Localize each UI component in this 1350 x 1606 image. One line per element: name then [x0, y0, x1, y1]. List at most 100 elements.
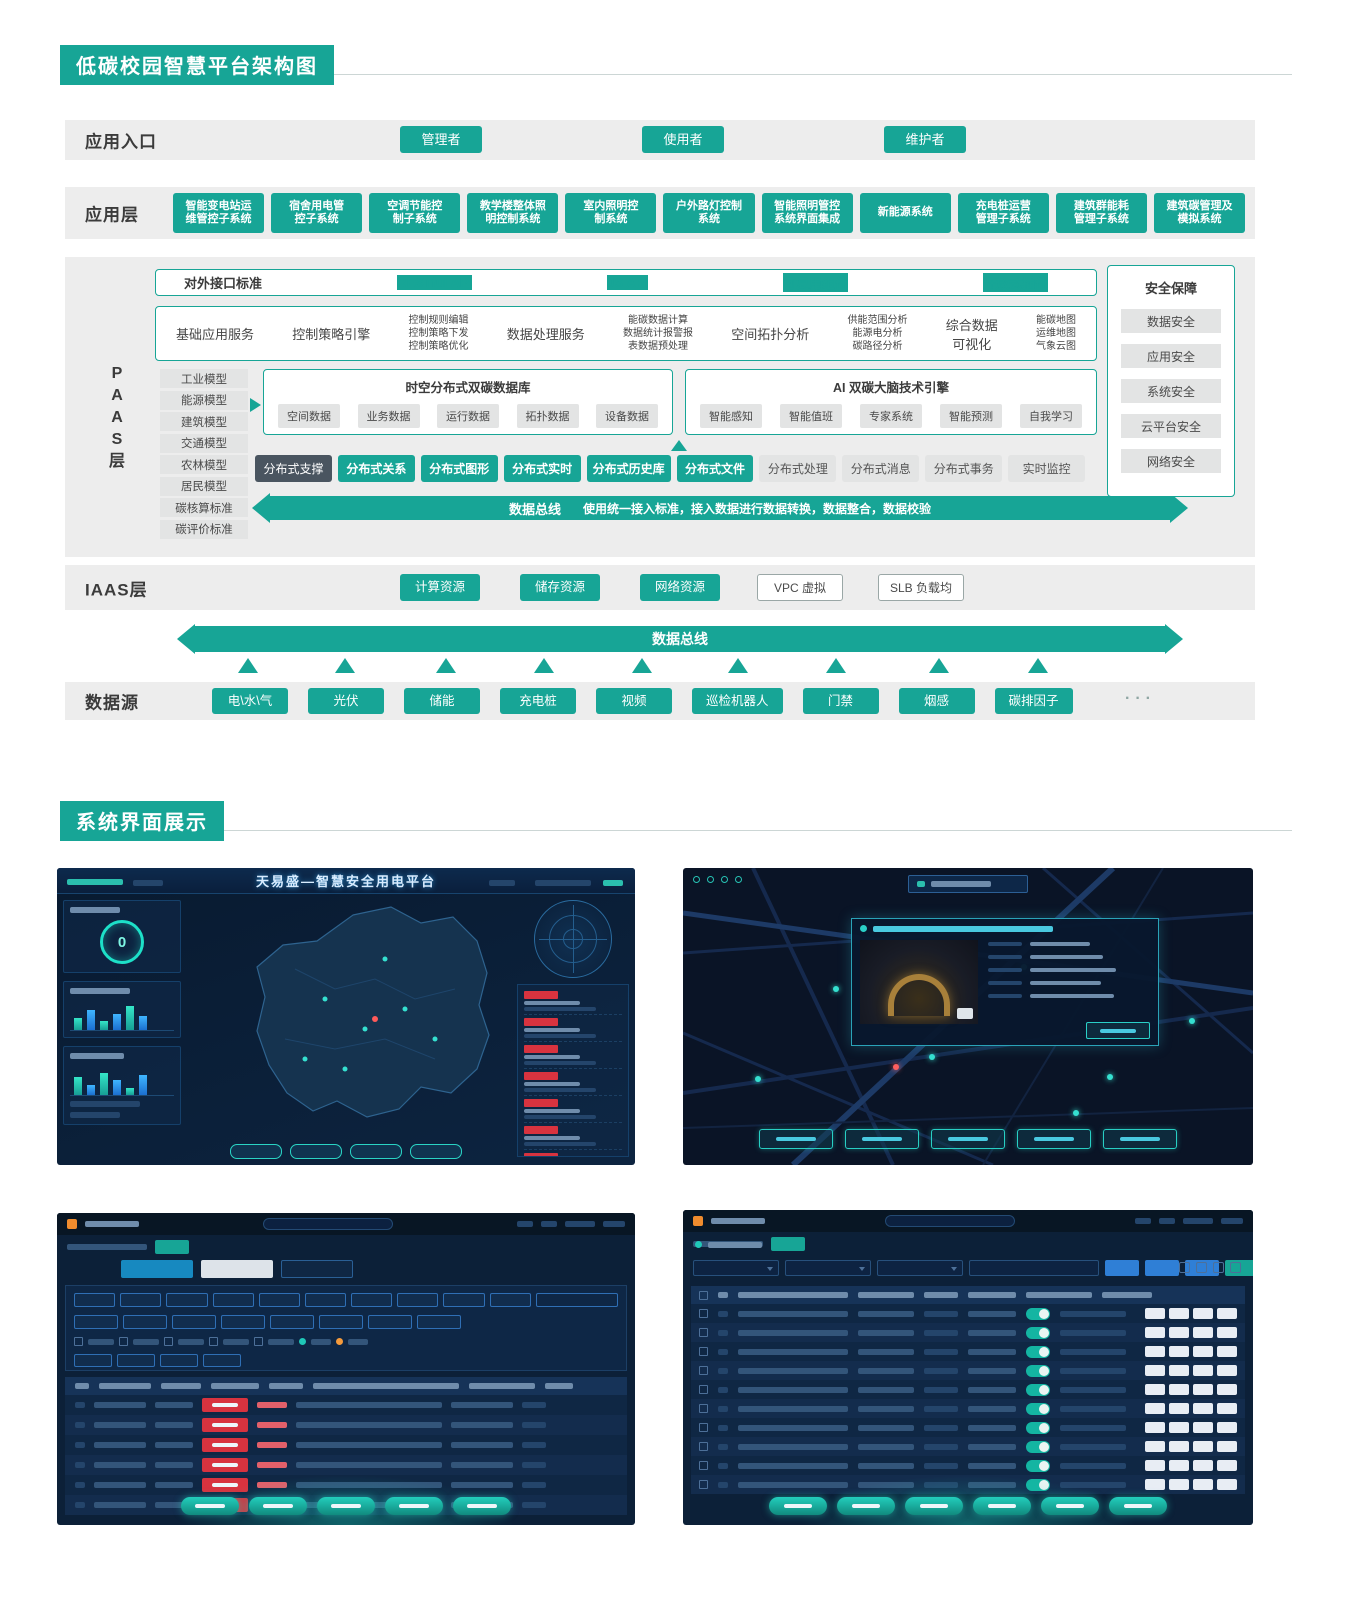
- s4-select[interactable]: [877, 1260, 963, 1276]
- app-subsystem-button[interactable]: 教学楼整体照明控制系统: [467, 193, 559, 233]
- s4-enable-toggle[interactable]: [1026, 1326, 1050, 1339]
- s4-row-action-button[interactable]: [1145, 1479, 1165, 1490]
- s1-alarm-row[interactable]: [524, 1045, 622, 1069]
- s4-row-action-button[interactable]: [1193, 1403, 1213, 1414]
- s4-row-action-button[interactable]: [1193, 1384, 1213, 1395]
- s3-table-row[interactable]: [65, 1415, 627, 1435]
- s4-row-action-button[interactable]: [1169, 1384, 1189, 1395]
- entry-button[interactable]: 维护者: [884, 126, 966, 153]
- s4-table-row[interactable]: [691, 1304, 1245, 1323]
- app-subsystem-button[interactable]: 建筑碳管理及模拟系统: [1153, 193, 1246, 233]
- data-source-button[interactable]: 储能: [404, 688, 480, 714]
- s4-row-action-button[interactable]: [1169, 1308, 1189, 1319]
- s4-enable-toggle[interactable]: [1026, 1307, 1050, 1320]
- s4-enable-toggle[interactable]: [1026, 1345, 1050, 1358]
- s4-row-action-button[interactable]: [1169, 1479, 1189, 1490]
- s1-alarm-row[interactable]: [524, 1153, 622, 1156]
- s4-table-row[interactable]: [691, 1456, 1245, 1475]
- distributed-chip[interactable]: 分布式支撑: [255, 455, 332, 482]
- s4-row-checkbox[interactable]: [699, 1442, 708, 1451]
- s4-row-action-button[interactable]: [1217, 1441, 1237, 1452]
- s4-row-action-button[interactable]: [1217, 1460, 1237, 1471]
- data-source-button[interactable]: 门禁: [802, 688, 879, 714]
- app-subsystem-button[interactable]: 充电桩运营管理子系统: [957, 193, 1049, 233]
- s4-row-action-button[interactable]: [1193, 1327, 1213, 1338]
- s4-enable-toggle[interactable]: [1026, 1440, 1050, 1453]
- data-source-button[interactable]: 电\水\气: [212, 688, 288, 714]
- s2-map-marker[interactable]: [755, 1076, 761, 1082]
- distributed-chip[interactable]: 分布式消息: [842, 455, 920, 482]
- s3-checkbox[interactable]: [74, 1337, 83, 1346]
- s2-toolbar-button[interactable]: [1017, 1129, 1091, 1149]
- distributed-chip[interactable]: 分布式历史库: [586, 455, 671, 482]
- s4-row-checkbox[interactable]: [699, 1423, 708, 1432]
- s4-select[interactable]: [693, 1260, 779, 1276]
- s4-row-action-button[interactable]: [1217, 1384, 1237, 1395]
- s4-row-action-button[interactable]: [1169, 1346, 1189, 1357]
- s1-alarm-row[interactable]: [524, 1018, 622, 1042]
- s4-table-row[interactable]: [691, 1399, 1245, 1418]
- s4-breadcrumb-chip[interactable]: [771, 1237, 805, 1251]
- s3-filter-chip[interactable]: [74, 1293, 116, 1307]
- s4-row-action-button[interactable]: [1169, 1460, 1189, 1471]
- s4-row-checkbox[interactable]: [699, 1347, 708, 1356]
- s3-filter-chip[interactable]: [221, 1315, 265, 1329]
- s3-tab-2[interactable]: [201, 1260, 273, 1278]
- s2-toolbar-button[interactable]: [931, 1129, 1005, 1149]
- s4-select[interactable]: [785, 1260, 871, 1276]
- s4-row-action-button[interactable]: [1217, 1422, 1237, 1433]
- s1-alarm-row[interactable]: [524, 1072, 622, 1096]
- s3-filter-chip[interactable]: [172, 1315, 216, 1329]
- s4-table-row[interactable]: [691, 1418, 1245, 1437]
- s4-row-checkbox[interactable]: [699, 1366, 708, 1375]
- s3-table-row[interactable]: [65, 1475, 627, 1495]
- s4-row-action-button[interactable]: [1169, 1365, 1189, 1376]
- s3-table-row[interactable]: [65, 1435, 627, 1455]
- data-source-button[interactable]: 充电桩: [500, 688, 576, 714]
- s3-bottom-button[interactable]: [453, 1497, 511, 1515]
- s4-enable-toggle[interactable]: [1026, 1421, 1050, 1434]
- s4-search-input[interactable]: [885, 1215, 1015, 1227]
- s4-row-action-button[interactable]: [1193, 1441, 1213, 1452]
- fullscreen-icon[interactable]: [1230, 1262, 1241, 1273]
- iaas-resource-button[interactable]: 计算资源: [400, 574, 480, 601]
- s4-row-action-button[interactable]: [1169, 1422, 1189, 1433]
- s1-toolbar-button[interactable]: [290, 1144, 342, 1159]
- data-source-button[interactable]: 视频: [596, 688, 672, 714]
- s1-toolbar-button[interactable]: [230, 1144, 282, 1159]
- s3-filter-chip[interactable]: [351, 1293, 393, 1307]
- s4-row-checkbox[interactable]: [699, 1480, 708, 1489]
- s4-table-row[interactable]: [691, 1380, 1245, 1399]
- s2-map-marker[interactable]: [1189, 1018, 1195, 1024]
- s3-filter-chip[interactable]: [203, 1354, 241, 1367]
- s3-table-row[interactable]: [65, 1395, 627, 1415]
- app-subsystem-button[interactable]: 建筑群能耗管理子系统: [1055, 193, 1147, 233]
- iaas-resource-button[interactable]: 网络资源: [640, 574, 720, 601]
- s2-toolbar-button[interactable]: [1103, 1129, 1177, 1149]
- s4-row-action-button[interactable]: [1145, 1384, 1165, 1395]
- iaas-outline-button[interactable]: SLB 负载均: [878, 574, 964, 601]
- distributed-chip[interactable]: 实时监控: [1008, 455, 1086, 482]
- s3-bottom-button[interactable]: [249, 1497, 307, 1515]
- s4-keyword-input[interactable]: [969, 1260, 1099, 1276]
- s4-table-row[interactable]: [691, 1361, 1245, 1380]
- s3-bottom-button[interactable]: [181, 1497, 239, 1515]
- s4-table-row[interactable]: [691, 1323, 1245, 1342]
- s4-enable-toggle[interactable]: [1026, 1364, 1050, 1377]
- s4-row-action-button[interactable]: [1193, 1479, 1213, 1490]
- s1-alarm-row[interactable]: [524, 1099, 622, 1123]
- s3-search-input[interactable]: [263, 1218, 393, 1230]
- s3-filter-chip[interactable]: [74, 1354, 112, 1367]
- s3-tab-3[interactable]: [281, 1260, 353, 1278]
- s4-row-action-button[interactable]: [1193, 1346, 1213, 1357]
- app-subsystem-button[interactable]: 智能照明管控系统界面集成: [761, 193, 853, 233]
- distributed-chip[interactable]: 分布式处理: [759, 455, 837, 482]
- s4-row-action-button[interactable]: [1145, 1422, 1165, 1433]
- s4-action-button[interactable]: [1105, 1260, 1139, 1276]
- s4-row-action-button[interactable]: [1145, 1365, 1165, 1376]
- distributed-chip[interactable]: 分布式实时: [503, 455, 581, 482]
- s3-filter-chip[interactable]: [270, 1315, 314, 1329]
- s4-row-action-button[interactable]: [1169, 1441, 1189, 1452]
- app-subsystem-button[interactable]: 智能变电站运维管控子系统: [173, 193, 265, 233]
- s4-row-action-button[interactable]: [1193, 1308, 1213, 1319]
